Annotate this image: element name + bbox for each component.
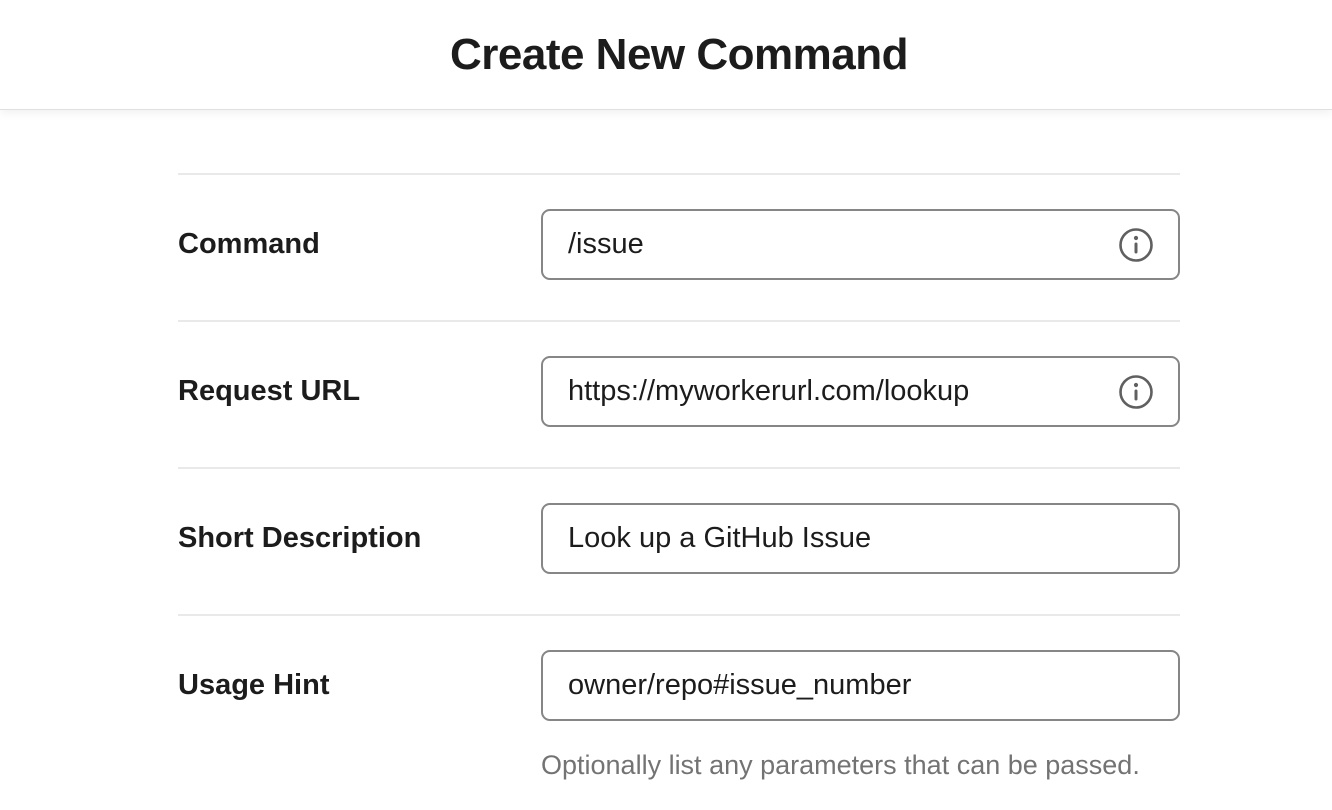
command-input-wrap bbox=[541, 209, 1180, 280]
short-description-label: Short Description bbox=[178, 522, 422, 554]
command-input[interactable] bbox=[541, 209, 1180, 280]
request-url-label: Request URL bbox=[178, 375, 361, 407]
request-url-input-wrap bbox=[541, 356, 1180, 427]
request-url-input[interactable] bbox=[541, 356, 1180, 427]
form-row-command: Command bbox=[178, 173, 1180, 320]
usage-hint-help-text: Optionally list any parameters that can … bbox=[541, 750, 1140, 780]
form-row-usage-hint: Usage Hint Optionally list any parameter… bbox=[178, 614, 1180, 810]
info-icon[interactable] bbox=[1118, 227, 1154, 263]
page-header: Create New Command bbox=[0, 0, 1332, 110]
page-title: Create New Command bbox=[449, 29, 909, 79]
short-description-input-wrap bbox=[541, 503, 1180, 574]
usage-hint-input[interactable] bbox=[541, 650, 1180, 721]
form-row-short-description: Short Description bbox=[178, 467, 1180, 614]
short-description-input[interactable] bbox=[541, 503, 1180, 574]
command-label: Command bbox=[178, 228, 320, 260]
usage-hint-label: Usage Hint bbox=[178, 669, 330, 701]
info-icon[interactable] bbox=[1118, 374, 1154, 410]
usage-hint-input-wrap bbox=[541, 650, 1180, 721]
header-inner: Create New Command bbox=[178, 30, 1180, 80]
create-command-form: Command Request URL bbox=[178, 110, 1180, 810]
form-row-request-url: Request URL bbox=[178, 320, 1180, 467]
